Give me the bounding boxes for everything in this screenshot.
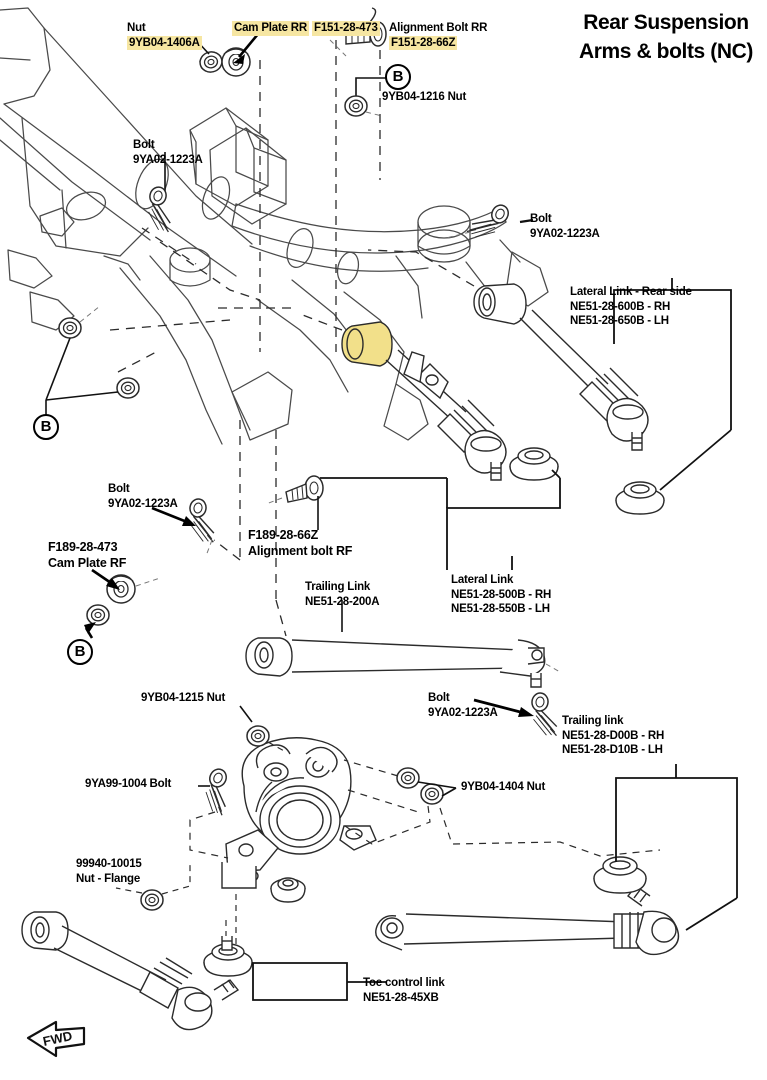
lateral-link-rear-side-part [473,283,649,451]
callout-nut-rr-name: Nut [127,22,146,34]
b-cam-rf-leader [84,604,110,639]
callout-lateral-link-rear-lh: NE51-28-650B - LH [570,315,669,327]
callout-nut-1216: 9YB04-1216 Nut [382,91,467,103]
trailing-link-lower-bracket [615,764,738,931]
nut-9yb04-1215-glyph [239,705,287,753]
callout-lateral-link: Lateral Link NE51-28-500B - RH NE51-28-5… [451,573,551,617]
callout-lateral-link-rear-rh: NE51-28-600B - RH [570,300,671,313]
trailing-link-part [245,637,546,688]
callout-bolt-upper-right-part: 9YA02-1223A [530,227,600,240]
callout-cam-plate-rf: F189-28-473 Cam Plate RF [48,539,126,571]
callout-toe-control-link: Toe control link NE51-28-45XB [363,976,445,1005]
callout-trailing-link-top-part: NE51-28-200A [305,595,380,608]
callout-alignment-bolt-rr-part: F151-28-66Z [389,35,458,50]
bolt-trailing-glyph [526,691,563,738]
callout-bolt-upper-left-name: Bolt [133,139,155,151]
toe-control-link-bushing [203,936,253,977]
callout-bolt-mid-left: Bolt 9YA02-1223A [108,482,178,511]
lateral-link-rear-bracket [613,278,732,491]
callout-nut-flange-part: 99940-10015 [76,858,142,870]
trailing-link-lower-bushing [593,856,647,894]
toe-control-link-part [21,911,240,1031]
callout-alignment-bolt-rr-name: Alignment Bolt RR [389,22,488,34]
callout-cam-plate-rr: Cam Plate RR F151-28-473 [232,21,380,36]
bolt-upper-left-glyph [139,152,182,234]
callout-toe-control-link-part: NE51-28-45XB [363,991,439,1004]
callout-nut-flange: 99940-10015 Nut - Flange [76,857,142,886]
callout-nut-1404: 9YB04-1404 Nut [461,781,546,793]
callout-lateral-link-name: Lateral Link [451,574,514,586]
callout-bolt-9ya99-1004: 9YA99-1004 Bolt [85,778,172,790]
callout-trailing-link-lower-name: Trailing link [562,715,624,727]
bolt-mid-left-arrow [151,506,196,526]
callout-cam-plate-rf-name: Cam Plate RF [48,556,127,570]
callout-nut-rr: Nut 9YB04-1406A [127,21,202,50]
marker-b-cam-rf: B [67,639,93,665]
lateral-link-bracket [320,469,561,570]
callout-trailing-link-lower-rh: NE51-28-D00B - RH [562,729,665,742]
alignment-bolt-rf-glyph [265,475,324,530]
bolt-upper-right-glyph [445,195,534,247]
knuckle-part [221,737,377,903]
callout-lateral-link-rear: Lateral Link - Rear side NE51-28-600B - … [570,285,692,329]
cam-plate-rf-arrow [91,568,120,590]
callout-bolt-upper-right-name: Bolt [530,213,552,225]
callout-bolt-upper-left: Bolt 9YA02-1223A [133,138,203,167]
page-title: Rear Suspension Arms & bolts (NC) [579,8,753,66]
b-left-leader [45,305,140,416]
callout-alignment-bolt-rf-part: F189-28-66Z [248,528,319,542]
callout-trailing-link-lower: Trailing link NE51-28-D00B - RH NE51-28-… [562,714,664,758]
fwd-arrow: FWD [26,1020,86,1058]
callout-bolt-mid-left-part: 9YA02-1223A [108,497,178,510]
title-line-1: Rear Suspension [583,11,749,34]
bolt-mid-left-glyph [183,496,221,557]
marker-b-top: B [385,64,411,90]
callout-bolt-upper-left-part: 9YA02-1223A [133,153,203,166]
lateral-link-rear-bushing [615,481,665,515]
callout-nut-1215: 9YB04-1215 Nut [141,692,226,704]
callout-bolt-trailing-name: Bolt [428,692,450,704]
callout-lateral-link-rh: NE51-28-500B - RH [451,588,552,601]
callout-nut-flange-name: Nut - Flange [76,872,141,885]
callout-nut-rr-part: 9YB04-1406A [127,35,202,50]
trailing-link-lower-part [375,885,680,956]
title-line-2: Arms & bolts (NC) [578,40,753,63]
callout-trailing-link-top-name: Trailing Link [305,581,371,593]
cam-plate-rf-glyph [106,574,161,604]
bolt-9ya99-1004-glyph [189,765,242,859]
callout-bolt-upper-right: Bolt 9YA02-1223A [530,212,600,241]
nut-flange-glyph [115,862,237,944]
callout-alignment-bolt-rf-name: Alignment bolt RF [248,544,353,558]
callout-trailing-link-top: Trailing Link NE51-28-200A [305,580,380,609]
callout-cam-plate-rr-name: Cam Plate RR [232,21,310,36]
callout-cam-plate-rf-part: F189-28-473 [48,540,118,554]
callout-alignment-bolt-rr: Alignment Bolt RR F151-28-66Z [389,21,487,50]
nut-9yb04-1404-glyph [341,759,661,857]
svg-text:FWD: FWD [42,1028,74,1049]
callout-alignment-bolt-rf: F189-28-66Z Alignment bolt RF [248,527,352,559]
callout-cam-plate-rr-part: F151-28-473 [312,21,380,36]
callout-bolt-trailing: Bolt 9YA02-1223A [428,691,498,720]
lateral-link-bushing [509,447,559,481]
callout-lateral-link-lh: NE51-28-550B - LH [451,603,550,615]
callout-trailing-link-lower-lh: NE51-28-D10B - LH [562,744,663,756]
marker-b-left: B [33,414,59,440]
toe-control-link-bracket [252,962,386,1001]
bolt-trailing-arrow [473,698,534,717]
lateral-link-part [341,321,507,481]
callout-toe-control-link-name: Toe control link [363,977,445,989]
callout-lateral-link-rear-name: Lateral Link - Rear side [570,286,692,298]
b-top-leader [329,39,391,117]
cam-plate-rr-arrow [233,33,260,64]
callout-bolt-trailing-part: 9YA02-1223A [428,706,498,719]
callout-bolt-mid-left-name: Bolt [108,483,130,495]
